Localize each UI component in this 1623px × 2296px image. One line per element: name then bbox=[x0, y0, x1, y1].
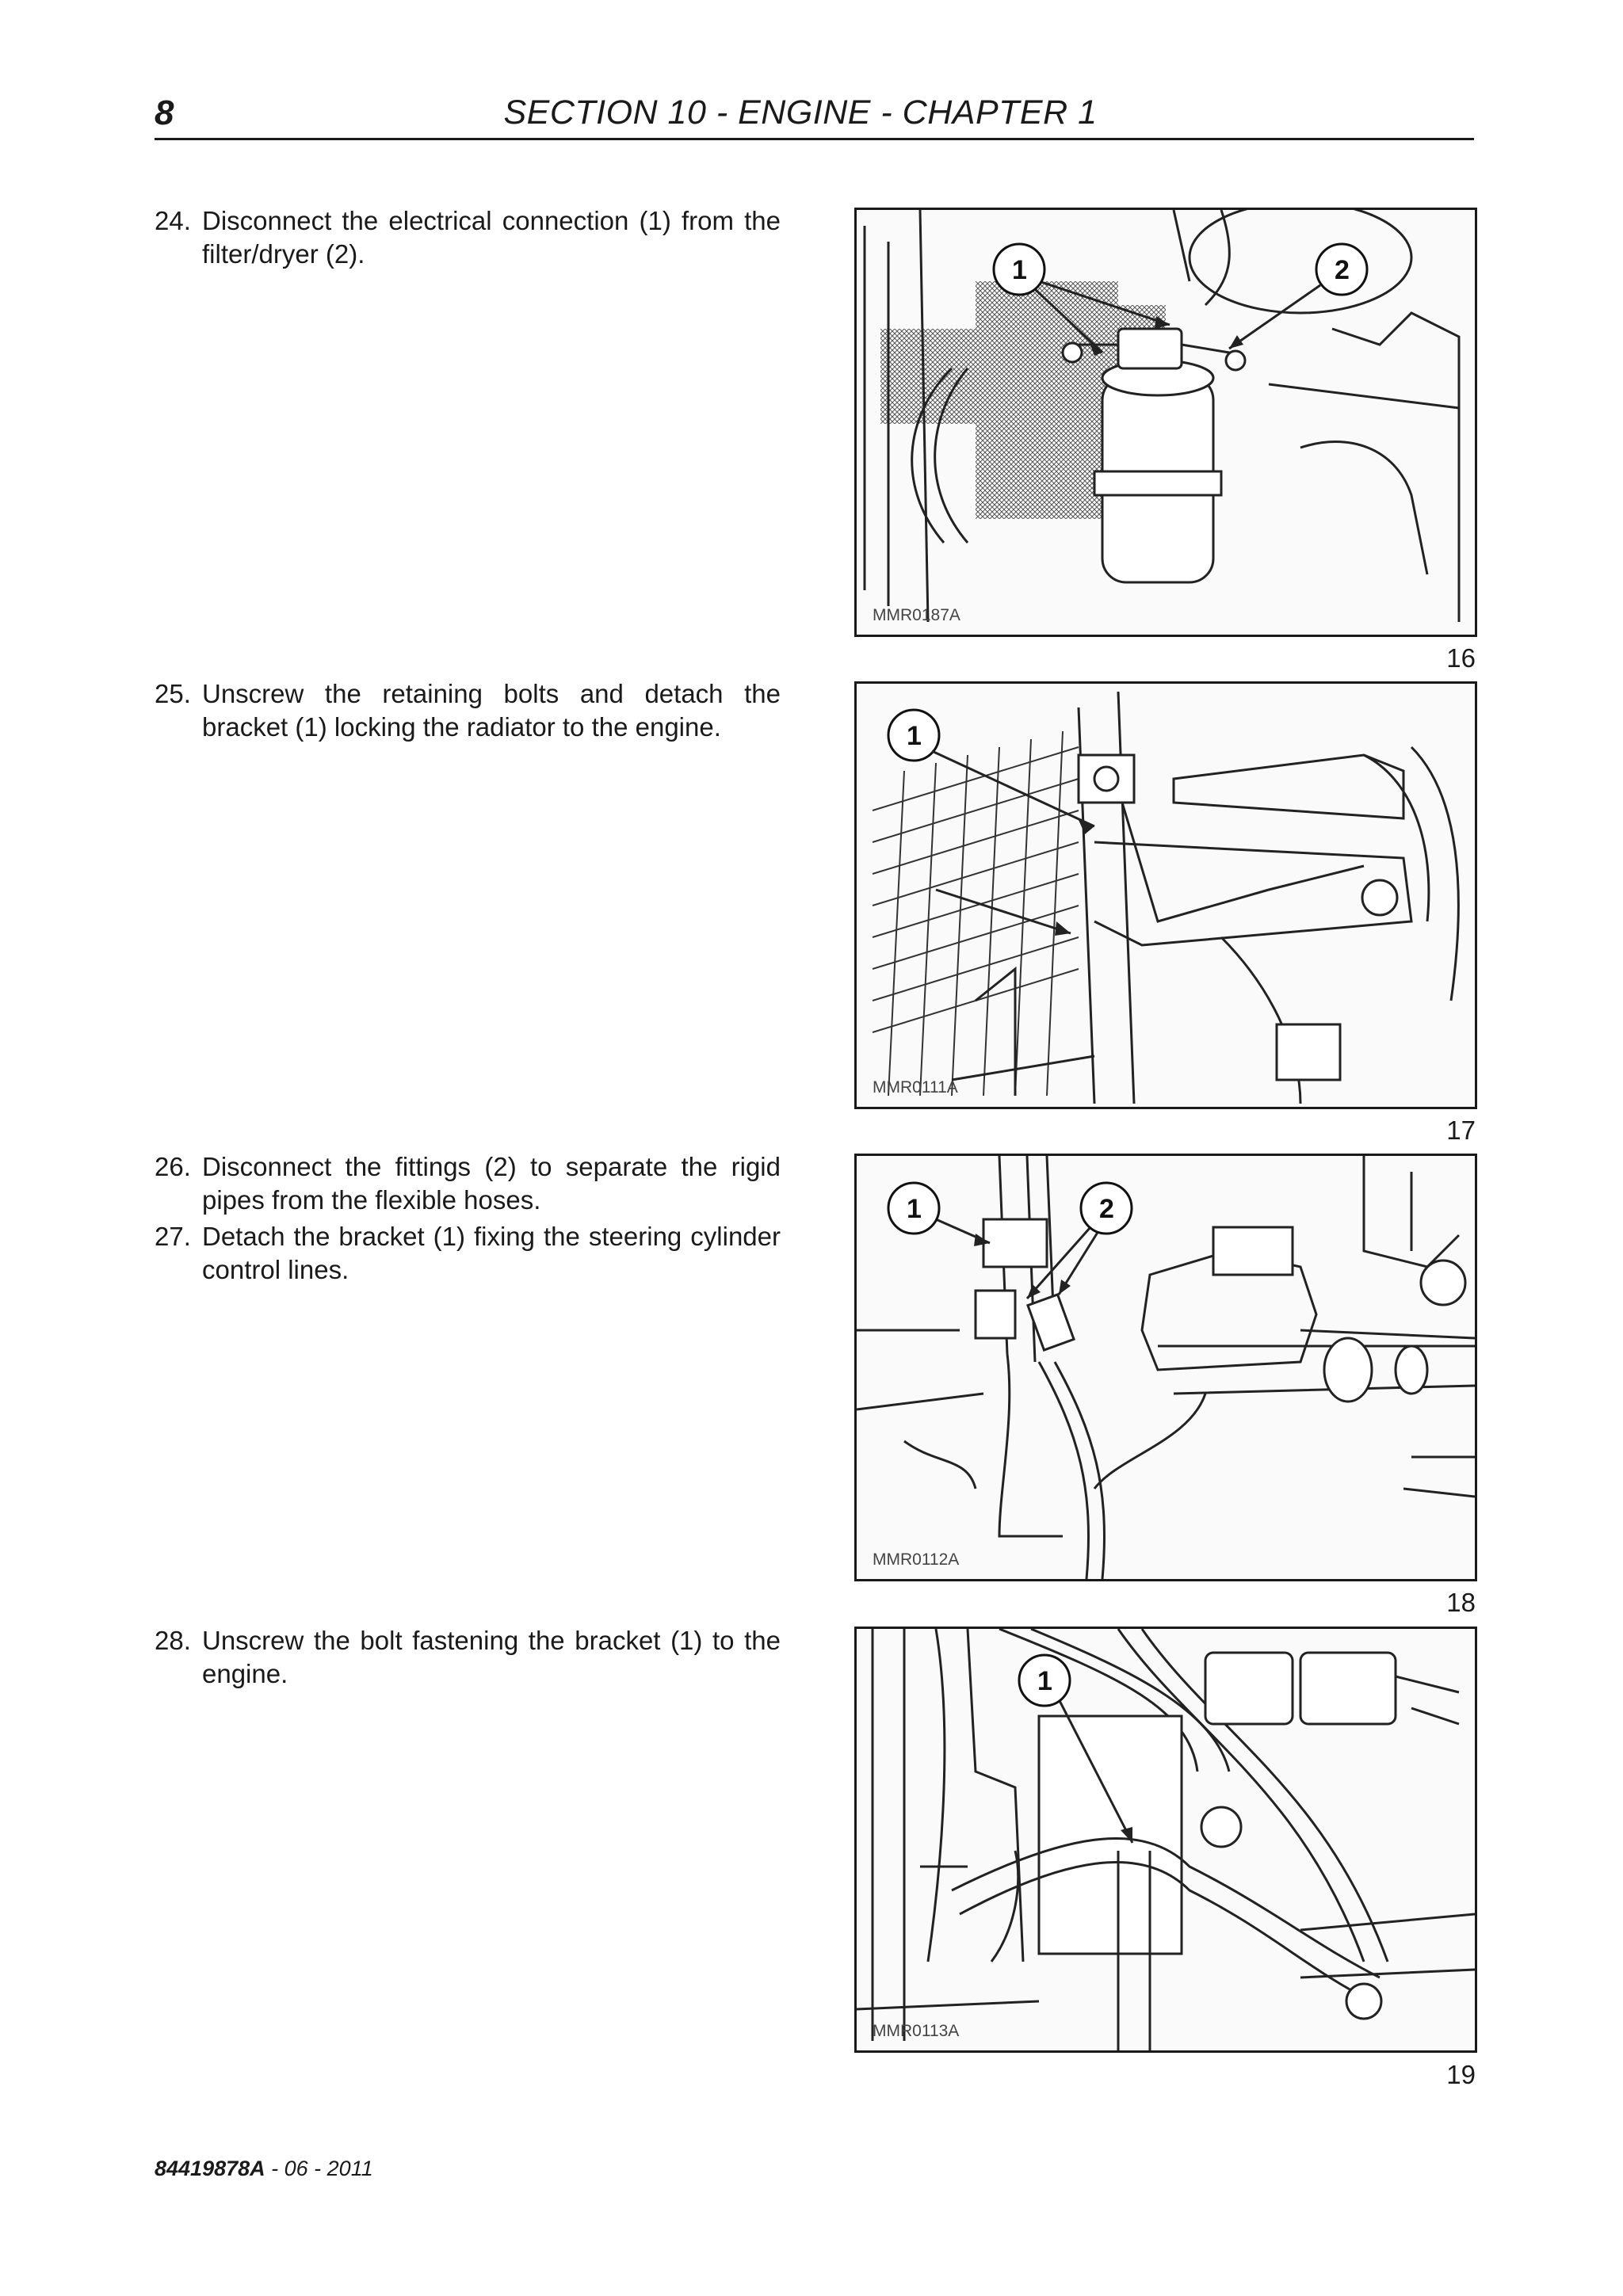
document-code: 84419878A bbox=[155, 2157, 265, 2180]
header-rule bbox=[155, 138, 1474, 140]
figure-number-18: 18 bbox=[1446, 1588, 1476, 1617]
step-text: Unscrew the retaining bolts and detach t… bbox=[202, 679, 781, 742]
step-number: 24. bbox=[155, 206, 191, 235]
callout-2-marker bbox=[1079, 1181, 1133, 1235]
figure-18-illustration: 1 2 MMR0112A bbox=[854, 1154, 1477, 1581]
filter-dryer-drawing: 1 2 bbox=[863, 210, 1461, 623]
callout-1-label: 1 bbox=[907, 1194, 922, 1224]
step-text: Detach the bracket (1) fixing the steeri… bbox=[202, 1222, 781, 1284]
step-number: 26. bbox=[155, 1152, 191, 1181]
step-text: Unscrew the bolt fastening the bracket (… bbox=[202, 1626, 781, 1688]
step-25: 25. Unscrew the retaining bolts and deta… bbox=[155, 677, 781, 744]
callout-1-marker bbox=[887, 1181, 941, 1235]
callout-2-label: 2 bbox=[1335, 255, 1350, 285]
step-text: Disconnect the electrical connection (1)… bbox=[202, 206, 781, 269]
figure-code: MMR0112A bbox=[873, 1550, 960, 1569]
callout-1-marker bbox=[992, 242, 1046, 296]
step-24: 24. Disconnect the electrical connection… bbox=[155, 204, 781, 271]
callout-1-label: 1 bbox=[1037, 1666, 1052, 1696]
step-26: 26. Disconnect the fittings (2) to separ… bbox=[155, 1150, 781, 1217]
step-27: 27. Detach the bracket (1) fixing the st… bbox=[155, 1220, 781, 1287]
callout-1-marker bbox=[887, 708, 941, 762]
callout-1-marker bbox=[1018, 1653, 1071, 1707]
steering-lines-drawing: 1 2 bbox=[857, 1156, 1475, 1579]
figure-17-illustration: 1 MMR0111A bbox=[854, 681, 1477, 1109]
figure-code: MMR0111A bbox=[873, 1078, 958, 1097]
figure-code: MMR0113A bbox=[873, 2022, 960, 2040]
figure-19-illustration: 1 MMR0113A bbox=[854, 1627, 1477, 2053]
step-28: 28. Unscrew the bolt fastening the brack… bbox=[155, 1624, 781, 1691]
callout-1-label: 1 bbox=[1012, 255, 1027, 285]
figure-number-19: 19 bbox=[1446, 2060, 1476, 2089]
document-date: - 06 - 2011 bbox=[265, 2157, 373, 2180]
figure-number-16: 16 bbox=[1446, 643, 1476, 673]
step-text: Disconnect the fittings (2) to separate … bbox=[202, 1152, 781, 1215]
step-number: 25. bbox=[155, 679, 191, 708]
engine-bracket-drawing: 1 bbox=[857, 1629, 1475, 2050]
footer: 84419878A - 06 - 2011 bbox=[155, 2157, 373, 2181]
section-title: SECTION 10 - ENGINE - CHAPTER 1 bbox=[503, 93, 1098, 132]
figure-number-17: 17 bbox=[1446, 1116, 1476, 1145]
step-number: 28. bbox=[155, 1626, 191, 1655]
step-number: 27. bbox=[155, 1222, 191, 1251]
figure-code: MMR0187A bbox=[873, 606, 960, 624]
callout-1-label: 1 bbox=[907, 721, 922, 751]
callout-2-marker bbox=[1315, 242, 1369, 296]
page-number: 8 bbox=[155, 93, 174, 132]
figure-16-illustration: 1 2 MMR0187A bbox=[854, 208, 1477, 637]
callout-2-label: 2 bbox=[1099, 1194, 1114, 1224]
radiator-bracket-drawing: 1 bbox=[872, 691, 1460, 1104]
